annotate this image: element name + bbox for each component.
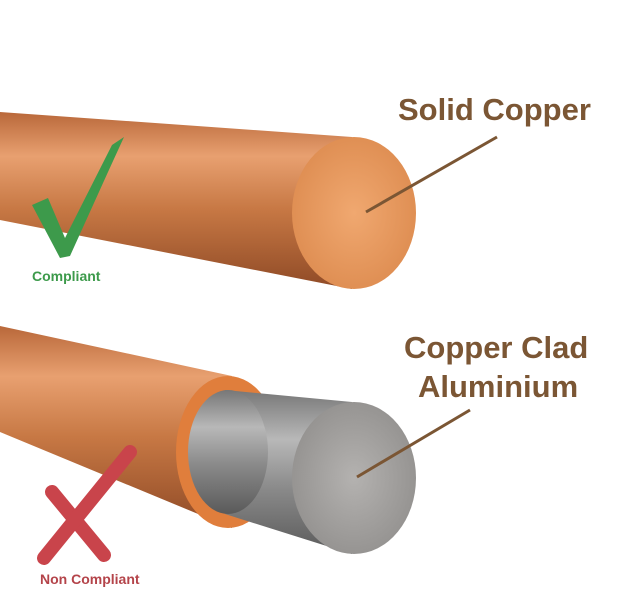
cross-mark-icon xyxy=(37,445,137,565)
check-mark-icon xyxy=(32,137,124,258)
solid-copper-rod xyxy=(0,112,498,289)
solid-copper-pointer-line xyxy=(365,135,498,214)
solid-copper-cross-section xyxy=(292,137,416,289)
cca-label-line2: Aluminium xyxy=(418,369,579,404)
copper-clad-aluminium-rod xyxy=(0,326,471,554)
solid-copper-label: Solid Copper xyxy=(398,92,591,127)
aluminium-core-cross-section xyxy=(292,402,416,554)
cca-label-line1: Copper Clad xyxy=(404,330,589,365)
cca-pointer-line xyxy=(356,408,471,479)
compliant-label: Compliant xyxy=(32,268,101,284)
non-compliant-label: Non Compliant xyxy=(40,571,140,587)
